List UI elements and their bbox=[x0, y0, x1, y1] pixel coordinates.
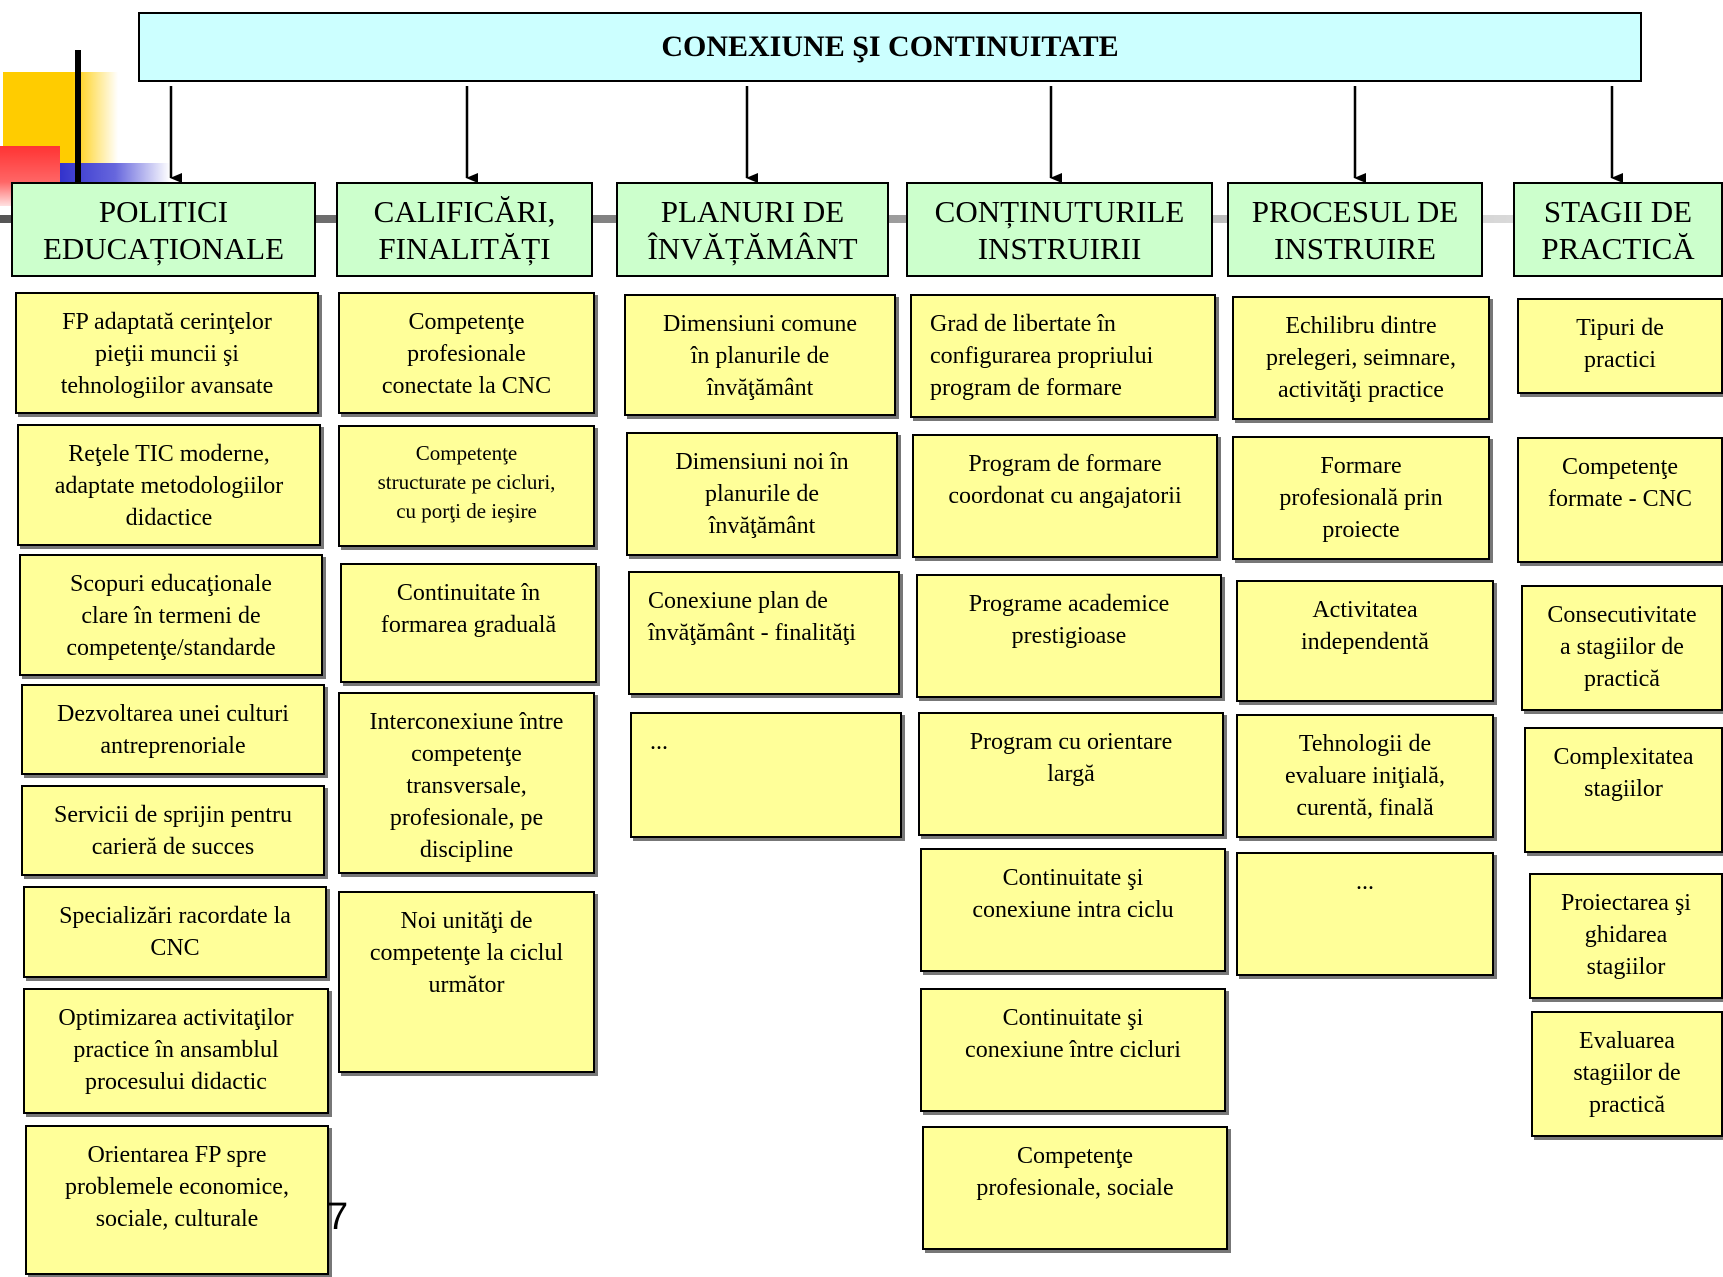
politici-item: Optimizarea activitaţilor practice în an… bbox=[23, 988, 329, 1114]
procesul-item: Echilibru dintre prelegeri, seimnare, ac… bbox=[1232, 296, 1490, 420]
slide-number: 7 bbox=[327, 1196, 349, 1238]
stagii-item: Tipuri de practici bbox=[1517, 298, 1723, 394]
planuri-item: Conexiune plan de învăţământ - finalităţ… bbox=[628, 571, 900, 695]
calificari-item: Competenţe profesionale conectate la CNC bbox=[338, 292, 595, 414]
stagii-item: Evaluarea stagiilor de practică bbox=[1531, 1011, 1723, 1137]
column-header-procesul: PROCESUL DE INSTRUIRE bbox=[1227, 182, 1483, 277]
calificari-item: Interconexiune între competenţe transver… bbox=[338, 692, 595, 874]
procesul-item: ... bbox=[1236, 852, 1494, 976]
decor-blue-bar bbox=[60, 163, 170, 185]
politici-item: FP adaptată cerinţelor pieţii muncii şi … bbox=[15, 292, 319, 414]
continuturi-item: Program de formare coordonat cu angajato… bbox=[912, 434, 1218, 558]
continuturi-item: Programe academice prestigioase bbox=[916, 574, 1222, 698]
continuturi-item: Grad de libertate în configurarea propri… bbox=[910, 294, 1216, 418]
procesul-item: Formare profesională prin proiecte bbox=[1232, 436, 1490, 560]
politici-item: Orientarea FP spre problemele economice,… bbox=[25, 1125, 329, 1275]
stagii-item: Competenţe formate - CNC bbox=[1517, 437, 1723, 563]
planuri-item: Dimensiuni comune în planurile de învăţă… bbox=[624, 294, 896, 416]
continuturi-item: Continuitate şi conexiune intra ciclu bbox=[920, 848, 1226, 972]
decor-black-vertical-line bbox=[75, 50, 81, 218]
politici-item: Reţele TIC moderne, adaptate metodologii… bbox=[17, 424, 321, 546]
column-header-continuturi: CONȚINUTURILE INSTRUIRII bbox=[906, 182, 1213, 277]
procesul-item: Tehnologii de evaluare iniţială, curentă… bbox=[1236, 714, 1494, 838]
politici-item: Specializări racordate la CNC bbox=[23, 886, 327, 978]
column-header-stagii: STAGII DE PRACTICĂ bbox=[1513, 182, 1723, 277]
column-header-politici: POLITICI EDUCAȚIONALE bbox=[11, 182, 316, 277]
column-header-planuri: PLANURI DE ÎNVĂȚĂMÂNT bbox=[616, 182, 889, 277]
diagram-title: CONEXIUNE ŞI CONTINUITATE bbox=[138, 12, 1642, 82]
connector-arrows bbox=[169, 86, 1623, 183]
continuturi-item: Continuitate şi conexiune între cicluri bbox=[920, 988, 1226, 1112]
politici-item: Scopuri educaţionale clare în termeni de… bbox=[19, 554, 323, 676]
procesul-item: Activitatea independentă bbox=[1236, 580, 1494, 702]
column-header-calificari: CALIFICĂRI, FINALITĂȚI bbox=[336, 182, 593, 277]
stagii-item: Consecutivitate a stagiilor de practică bbox=[1521, 585, 1723, 711]
planuri-item: Dimensiuni noi în planurile de învăţămân… bbox=[626, 432, 898, 556]
politici-item: Dezvoltarea unei culturi antreprenoriale bbox=[21, 684, 325, 775]
continuturi-item: Competenţe profesionale, sociale bbox=[922, 1126, 1228, 1250]
continuturi-item: Program cu orientare largă bbox=[918, 712, 1224, 836]
calificari-item: Noi unităţi de competenţe la ciclul urmă… bbox=[338, 891, 595, 1073]
stagii-item: Proiectarea şi ghidarea stagiilor bbox=[1529, 873, 1723, 999]
politici-item: Servicii de sprijin pentru carieră de su… bbox=[21, 785, 325, 876]
planuri-item: ... bbox=[630, 712, 902, 838]
stagii-item: Complexitatea stagiilor bbox=[1524, 727, 1723, 853]
calificari-item: Continuitate în formarea graduală bbox=[340, 563, 597, 683]
calificari-item: Competenţe structurate pe cicluri, cu po… bbox=[338, 425, 595, 547]
